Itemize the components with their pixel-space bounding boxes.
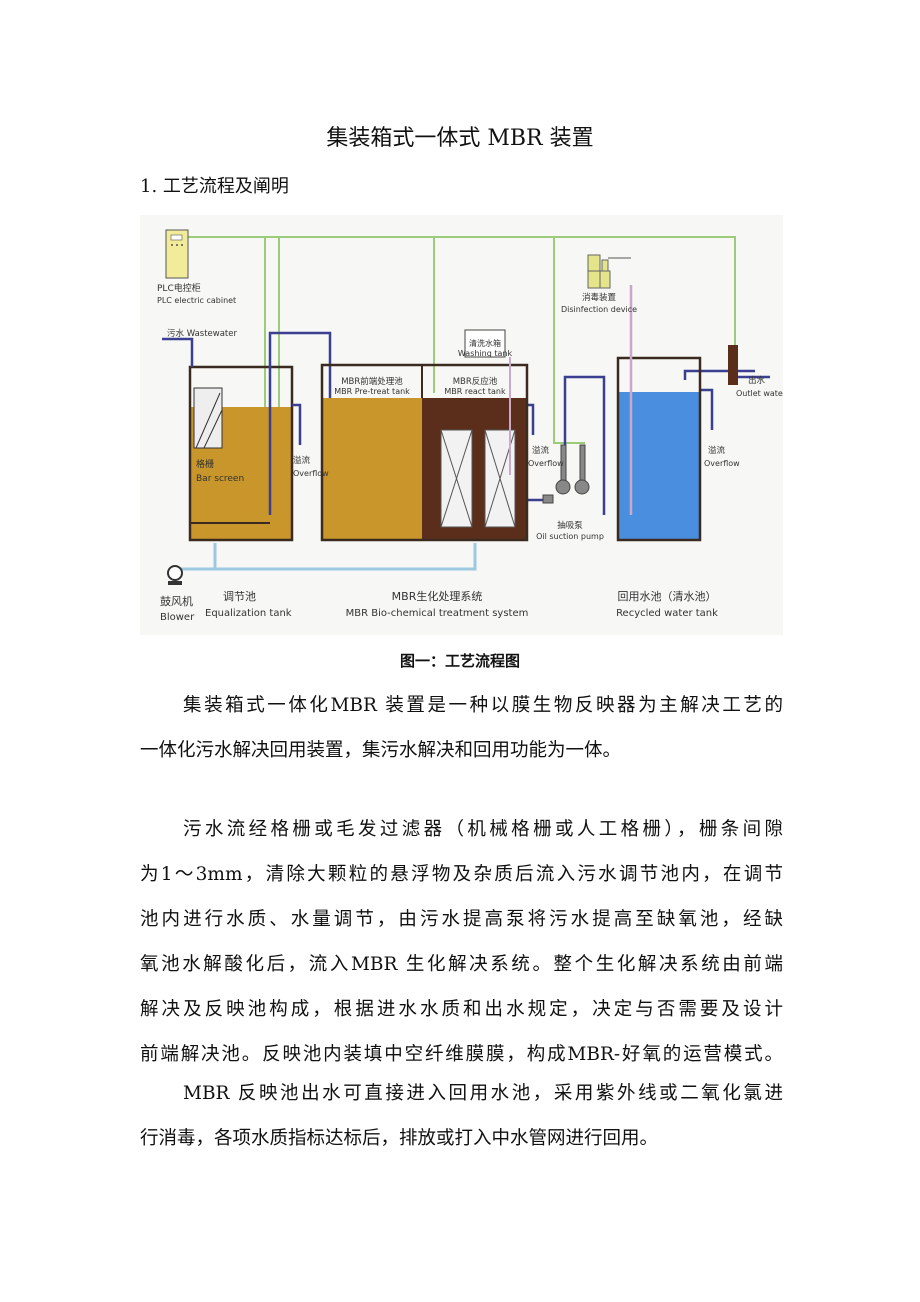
recycled-water-tank bbox=[616, 285, 702, 542]
label-react-en: MBR react tank bbox=[444, 387, 506, 396]
plc-cabinet-icon bbox=[165, 229, 189, 279]
label-outlet-en: Outlet water bbox=[736, 389, 783, 398]
label-recycled-en: Recycled water tank bbox=[616, 608, 718, 619]
paragraph-2-line-3: 池内进行水质、水量调节，由污水提高泵将污水提高至缺氧池，经缺 bbox=[140, 909, 783, 930]
blower-icon bbox=[167, 565, 183, 585]
paragraph-2-line-4: 氧池水解酸化后，流入MBR 生化解决系统。整个生化解决系统由前端 bbox=[140, 954, 783, 975]
label-bio-en: MBR Bio-chemical treatment system bbox=[346, 608, 529, 619]
paragraph-1-line-1: 集装箱式一体化MBR 装置是一种以膜生物反映器为主解决工艺的 bbox=[183, 695, 783, 716]
paragraph-2-line-2: 为1～3mm，清除大颗粒的悬浮物及杂质后流入污水调节池内，在调节 bbox=[140, 864, 783, 885]
label-washing: 清洗水箱 bbox=[469, 338, 501, 348]
label-washing-en: Washing tank bbox=[458, 349, 513, 358]
outlet-pump-icon bbox=[728, 345, 770, 385]
paragraph-2-line-5: 解决及反映池构成，根据进水水质和出水规定，决定与否需要及设计 bbox=[140, 999, 783, 1020]
label-equalization: 调节池 bbox=[223, 590, 256, 603]
paragraph-2-line-1: 污水流经格栅或毛发过滤器（机械格栅或人工格栅），栅条间隙 bbox=[183, 819, 783, 840]
label-disinfection-en: Disinfection device bbox=[561, 305, 637, 314]
label-pump-en: Oil suction pump bbox=[536, 532, 604, 541]
label-bar-screen: 格栅 bbox=[196, 458, 214, 470]
label-bar-screen-en: Bar screen bbox=[196, 474, 244, 484]
label-overflow-1: 溢流 bbox=[293, 455, 311, 466]
label-outlet: 出水 bbox=[748, 375, 766, 386]
label-plc: PLC电控柜 bbox=[157, 282, 201, 294]
equalization-tank bbox=[188, 365, 294, 542]
washing-tank bbox=[464, 329, 506, 358]
label-overflow-3: 溢流 bbox=[708, 445, 726, 456]
label-blower: 鼓风机 bbox=[160, 594, 193, 608]
label-overflow-1-en: Overflow bbox=[293, 469, 329, 478]
suction-pump-icon bbox=[542, 444, 590, 504]
paragraph-3-line-2: 行消毒，各项水质指标达标后，排放或打入中水管网进行回用。 bbox=[140, 1128, 659, 1149]
label-plc-en: PLC electric cabinet bbox=[157, 296, 236, 305]
label-pretreat-en: MBR Pre-treat tank bbox=[334, 387, 410, 396]
label-overflow-3-en: Overflow bbox=[704, 459, 740, 468]
disinfection-device-icon bbox=[587, 254, 631, 289]
process-flow-diagram: PLC电控柜 PLC electric cabinet 污水 Wastewate… bbox=[140, 215, 787, 635]
figure-caption: 图一：工艺流程图 bbox=[399, 652, 520, 670]
page-title: 集装箱式一体式 MBR 装置 bbox=[326, 126, 594, 151]
label-blower-en: Blower bbox=[160, 612, 195, 623]
label-react: MBR反应池 bbox=[453, 376, 498, 387]
label-overflow-2: 溢流 bbox=[532, 445, 550, 456]
label-pump: 抽吸泵 bbox=[557, 520, 583, 531]
label-bio: MBR生化处理系统 bbox=[392, 589, 483, 603]
label-wastewater: 污水 Wastewater bbox=[167, 328, 237, 339]
label-pretreat: MBR前端处理池 bbox=[341, 376, 403, 387]
label-disinfection: 消毒装置 bbox=[582, 292, 617, 303]
control-lines bbox=[188, 236, 736, 510]
section-heading: 1. 工艺流程及阐明 bbox=[140, 176, 289, 197]
paragraph-3-line-1: MBR 反映池出水可直接进入回用水池，采用紫外线或二氧化氯进 bbox=[183, 1083, 783, 1104]
label-overflow-2-en: Overflow bbox=[528, 459, 564, 468]
paragraph-1-line-2: 一体化污水解决回用装置，集污水解决和回用功能为一体。 bbox=[140, 740, 622, 761]
label-recycled: 回用水池（清水池） bbox=[618, 590, 717, 603]
paragraph-2-line-6: 前端解决池。反映池内装填中空纤维膜膜，构成MBR-好氧的运营模式。 bbox=[140, 1044, 783, 1065]
label-equalization-en: Equalization tank bbox=[205, 608, 292, 619]
